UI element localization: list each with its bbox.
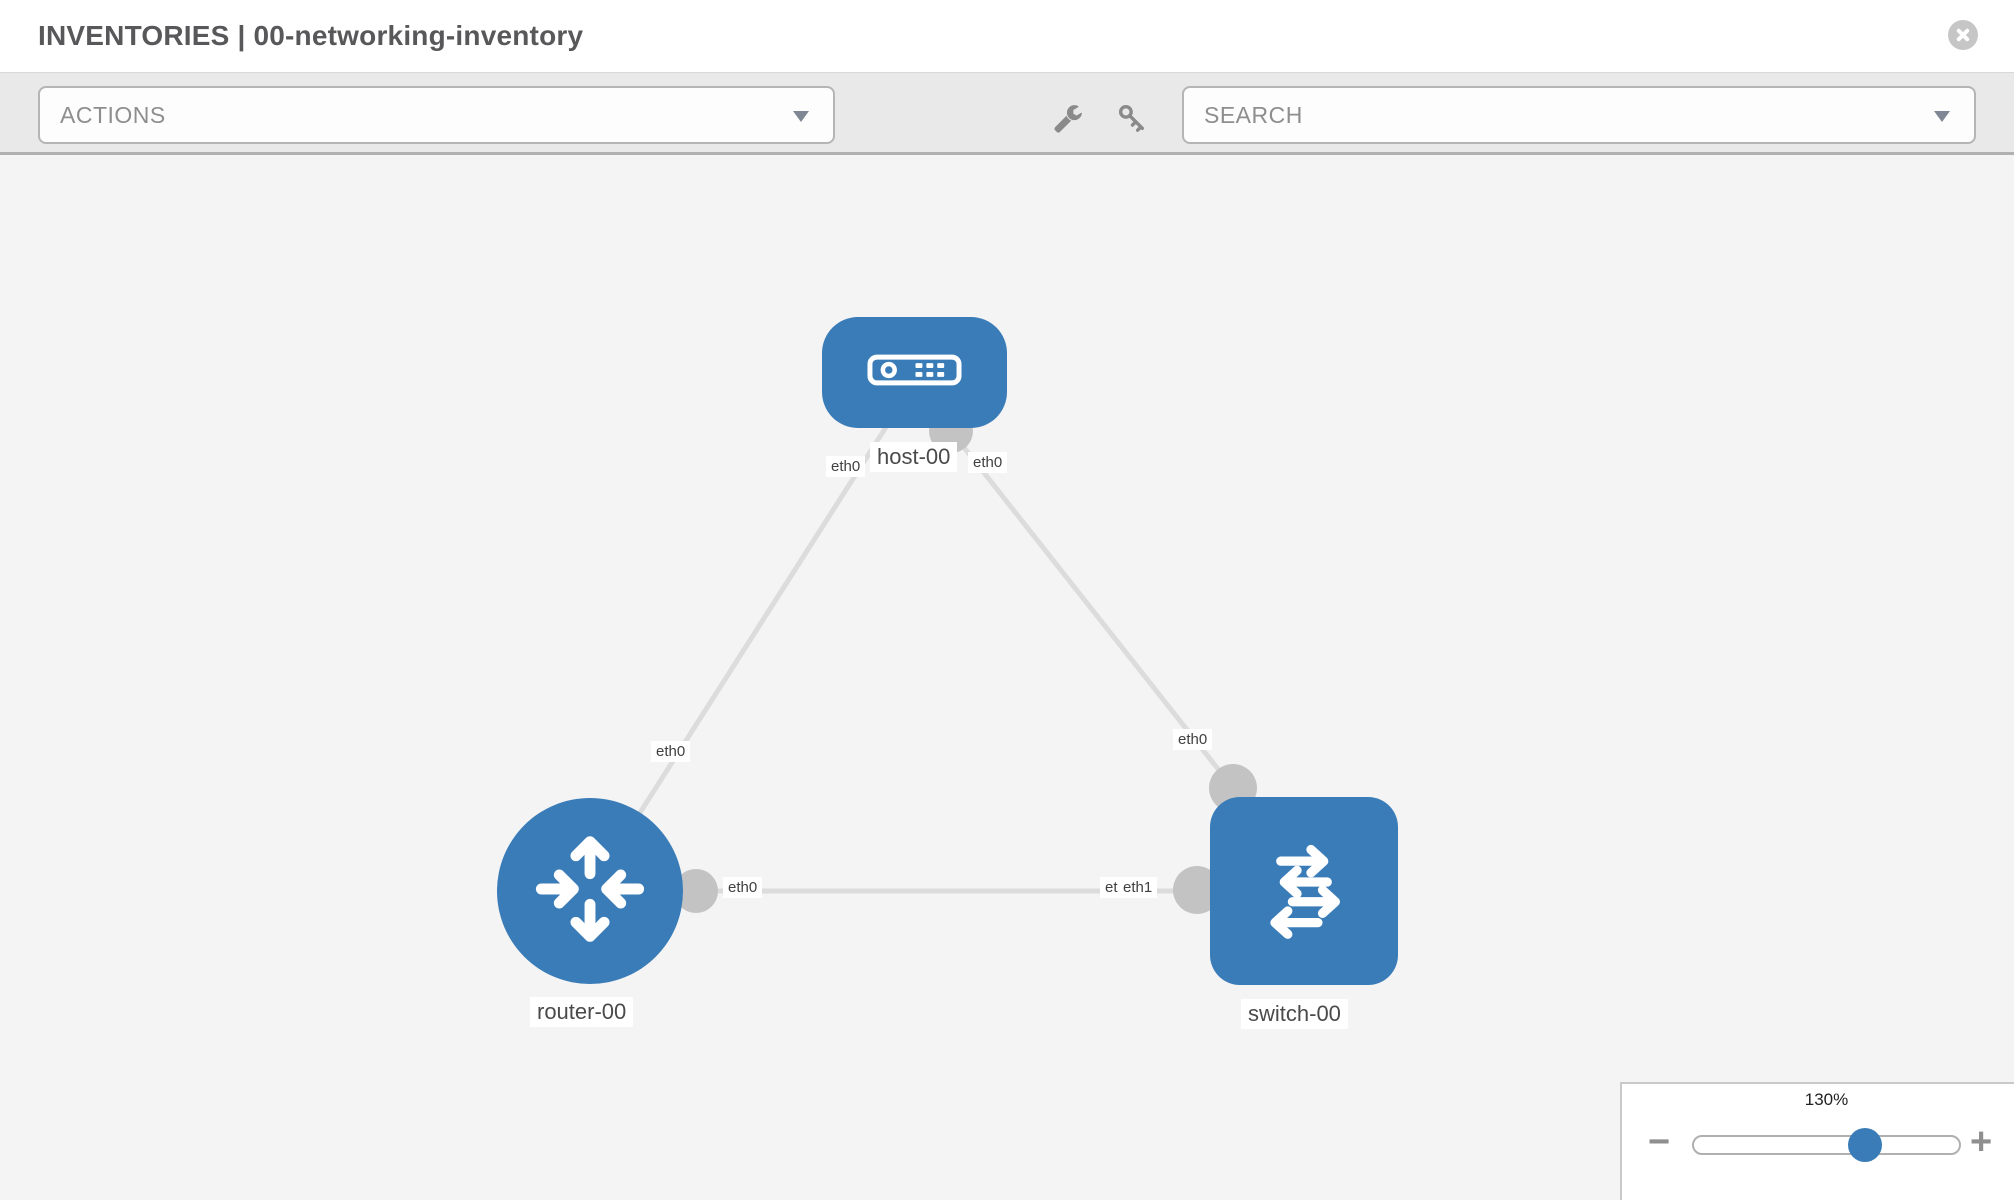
zoom-in-button[interactable]: + [1970, 1121, 1993, 1163]
interface-label-switch-eth1: eth1 [1118, 877, 1158, 898]
router-icon [526, 825, 654, 958]
close-icon[interactable] [1948, 20, 1978, 50]
node-host-00[interactable] [822, 317, 1007, 428]
switch-icon [1246, 831, 1362, 952]
node-switch-00[interactable] [1210, 797, 1398, 985]
configure-button[interactable] [1048, 100, 1088, 140]
search-dropdown-label: SEARCH [1204, 102, 1303, 128]
zoom-out-button[interactable]: − [1648, 1121, 1671, 1163]
node-label-host-00: host-00 [870, 442, 958, 472]
chevron-down-icon [1934, 111, 1950, 122]
page-title: INVENTORIES | 00-networking-inventory [38, 20, 584, 51]
interface-label-host-eth0-right: eth0 [968, 452, 1008, 473]
node-label-router-00: router-00 [530, 997, 634, 1027]
toolbar: ACTIONS SEARCH [0, 72, 2014, 155]
header: INVENTORIES | 00-networking-inventory [0, 0, 2014, 72]
zoom-level-readout: 130% [1804, 1090, 1849, 1109]
actions-dropdown[interactable]: ACTIONS [38, 86, 835, 144]
link-router-host [587, 411, 898, 893]
wrench-icon [1053, 103, 1083, 138]
key-icon [1117, 103, 1147, 138]
interface-label-host-eth0-left: eth0 [826, 456, 866, 477]
node-router-00[interactable] [497, 798, 683, 984]
search-dropdown[interactable]: SEARCH [1182, 86, 1976, 144]
actions-dropdown-label: ACTIONS [60, 102, 166, 128]
zoom-slider-thumb[interactable] [1848, 1128, 1882, 1162]
link-host-switch [949, 429, 1235, 790]
topology-canvas[interactable]: host-00 router-00 switch-00 eth0 eth0 et… [0, 155, 2014, 1200]
interface-label-switch-overlap: eth0 eth1 [1100, 877, 1158, 898]
zoom-slider-track[interactable] [1692, 1135, 1961, 1155]
chevron-down-icon [793, 111, 809, 122]
zoom-panel: 130% − + [1620, 1082, 2014, 1200]
interface-label-router-eth0-right: eth0 [723, 877, 763, 898]
interface-label-router-eth0-top: eth0 [651, 741, 691, 762]
credentials-button[interactable] [1112, 100, 1152, 140]
server-icon [867, 354, 962, 391]
topology-links [587, 411, 1235, 894]
node-label-switch-00: switch-00 [1241, 999, 1348, 1029]
interface-label-switch-eth0-top: eth0 [1173, 729, 1213, 750]
